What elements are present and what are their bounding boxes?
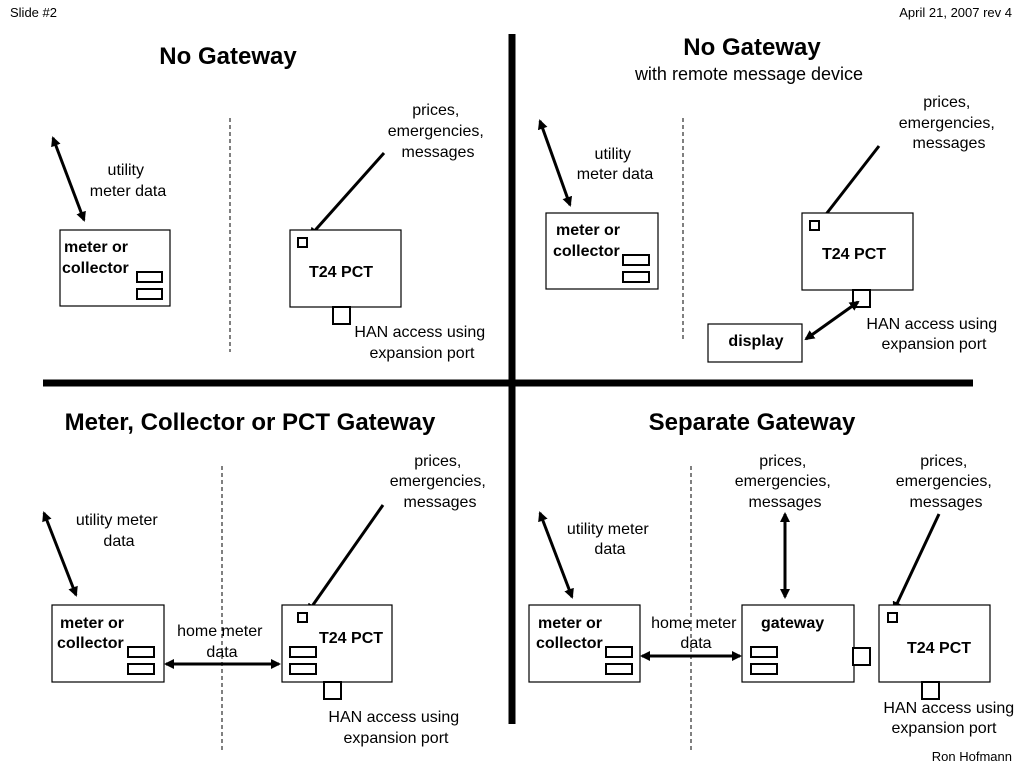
message-receiver <box>887 612 898 623</box>
home-data-label: home meter data <box>177 623 267 661</box>
han-access-label: HAN access using expansion port <box>883 700 1018 737</box>
home-data-label: home meter data <box>651 615 741 652</box>
pct-prices-arrow <box>892 513 941 612</box>
utility-data-label: utility meter data <box>567 521 653 558</box>
utility-data-arrow <box>538 511 574 599</box>
t24-pct-label: T24 PCT <box>822 246 886 263</box>
slide-number: Slide #2 <box>10 5 57 20</box>
han-access-label: HAN access using expansion port <box>328 709 463 747</box>
t24-pct-box: T24 PCT <box>801 212 914 308</box>
meter-collector-label: meter or collector <box>553 222 624 260</box>
port-slot <box>127 663 155 675</box>
port-slot <box>127 646 155 658</box>
display-link-arrow <box>804 300 860 341</box>
quadrant-no-gateway: No Gateway utility meter data meter or c… <box>51 43 489 362</box>
port-slot <box>136 288 163 300</box>
revision-date: April 21, 2007 rev 4 <box>899 5 1012 20</box>
meter-collector-box: meter or collector <box>59 229 171 307</box>
prices-messages-label: prices, emergencies, messages <box>390 453 491 511</box>
meter-collector-label: meter or collector <box>62 239 132 277</box>
quadrant-separate-gateway: Separate Gateway utility meter data mete… <box>528 409 1018 750</box>
port-slot <box>750 663 778 675</box>
han-access-label: HAN access using expansion port <box>354 324 489 362</box>
quadrant-subtitle: with remote message device <box>634 64 863 84</box>
quadrant-title: Meter, Collector or PCT Gateway <box>65 409 436 436</box>
prices-messages-label: prices, emergencies, messages <box>388 102 489 161</box>
expansion-port <box>921 681 940 700</box>
prices-arrow <box>308 152 386 238</box>
meter-collector-box: meter or collector <box>545 212 659 290</box>
utility-data-arrow <box>42 511 78 597</box>
utility-data-label: utility meter data <box>76 512 162 550</box>
gateway-box: gateway <box>741 604 871 683</box>
meter-collector-label: meter or collector <box>536 615 606 652</box>
message-receiver <box>297 237 308 248</box>
port-slot <box>289 646 317 658</box>
expansion-port <box>323 681 342 700</box>
utility-data-arrow <box>51 136 86 222</box>
t24-pct-box: T24 PCT <box>281 604 393 700</box>
gateway-port <box>852 647 871 666</box>
quadrant-no-gateway-remote-display: No Gateway with remote message device ut… <box>537 34 1001 363</box>
message-receiver <box>297 612 308 623</box>
author: Ron Hofmann <box>932 749 1012 764</box>
quadrant-title: Separate Gateway <box>649 409 856 436</box>
port-slot <box>289 663 317 675</box>
utility-data-label: utility meter data <box>577 146 654 183</box>
han-access-label: HAN access using expansion port <box>866 316 1001 353</box>
t24-pct-box: T24 PCT <box>289 229 402 325</box>
display-label: display <box>728 333 783 350</box>
expansion-port <box>332 306 351 325</box>
t24-pct-label: T24 PCT <box>907 640 971 657</box>
prices-messages-label: prices, emergencies, messages <box>899 94 1000 152</box>
meter-collector-box: meter or collector <box>51 604 165 683</box>
port-slot <box>136 271 163 283</box>
port-slot <box>622 254 650 266</box>
t24-pct-label: T24 PCT <box>319 630 383 647</box>
quadrant-meter-collector-pct-gateway: Meter, Collector or PCT Gateway utility … <box>42 409 491 750</box>
port-slot <box>605 646 633 658</box>
gateway-label: gateway <box>761 615 824 632</box>
display-box: display <box>707 323 803 363</box>
port-slot <box>622 271 650 283</box>
gateway-prices-label: prices, emergencies, messages <box>735 453 836 511</box>
utility-data-label: utility meter data <box>90 162 167 200</box>
quadrant-title: No Gateway <box>159 43 297 70</box>
meter-collector-label: meter or collector <box>57 615 128 652</box>
message-receiver <box>809 220 820 231</box>
port-slot <box>750 646 778 658</box>
prices-arrow <box>818 145 881 224</box>
meter-collector-box: meter or collector <box>528 604 641 683</box>
pct-prices-label: prices, emergencies, messages <box>896 453 997 511</box>
prices-arrow <box>306 504 385 614</box>
utility-data-arrow <box>537 119 573 207</box>
quadrant-title: No Gateway <box>683 34 821 61</box>
port-slot <box>605 663 633 675</box>
t24-pct-box: T24 PCT <box>878 604 991 700</box>
t24-pct-label: T24 PCT <box>309 264 373 281</box>
